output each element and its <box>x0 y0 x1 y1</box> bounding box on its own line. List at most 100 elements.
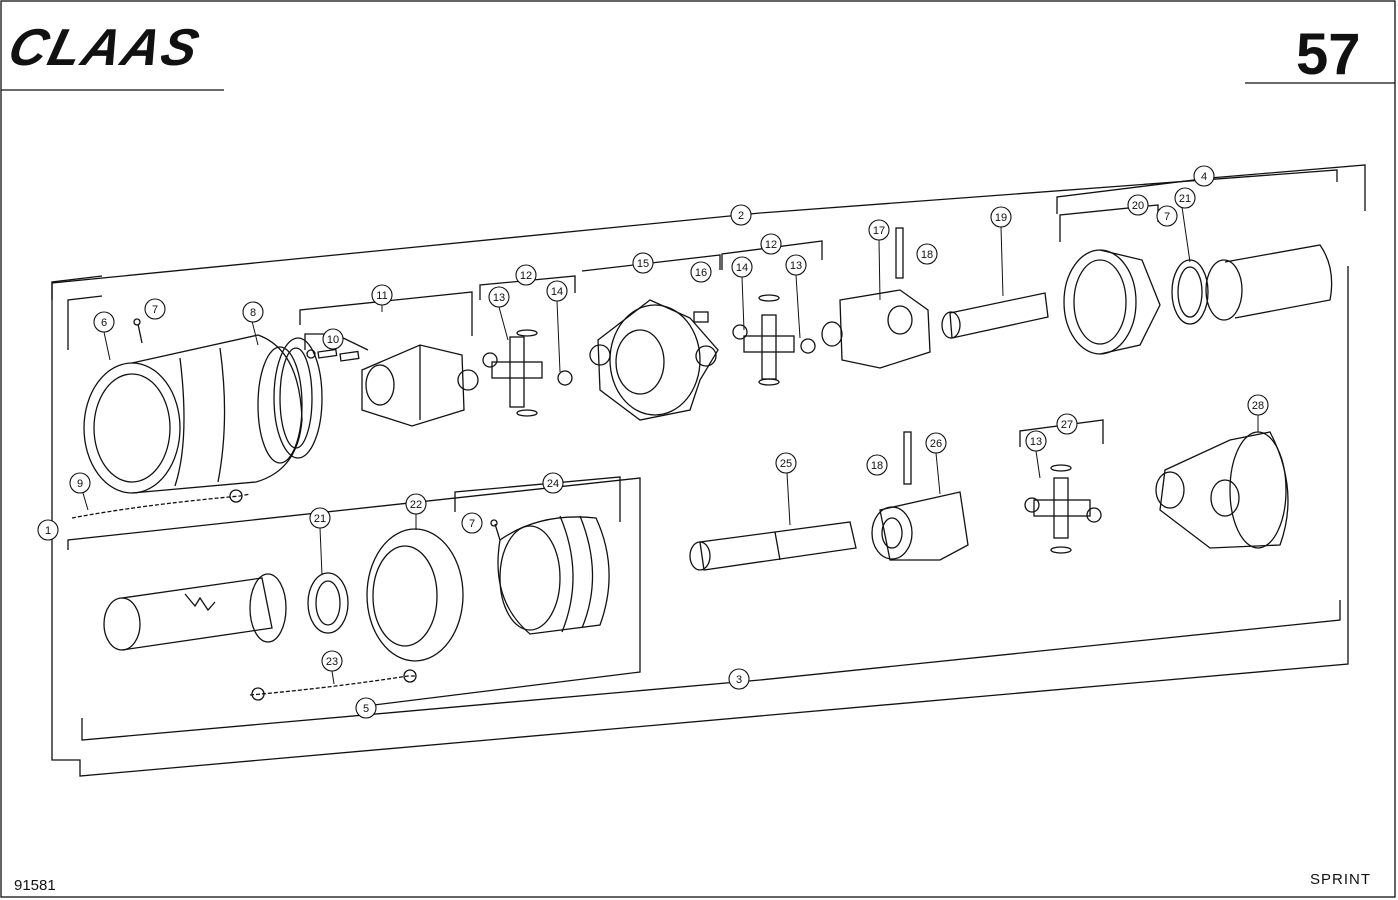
callout-text: 27 <box>1061 419 1073 431</box>
bracket-10 <box>304 333 369 351</box>
pin-18-top <box>895 227 904 279</box>
callout-circles <box>37 165 1269 719</box>
callout-5 <box>355 697 377 719</box>
guard-cone-20 <box>1063 249 1161 355</box>
inner-tube-25 <box>689 521 857 571</box>
callout-23 <box>321 650 343 672</box>
callout-labels: 1 2 3 4 5 6 7 7 7 8 9 10 11 12 12 13 13 … <box>45 171 1264 715</box>
callout-13-left <box>488 286 510 308</box>
outer-tube-5 <box>103 573 287 651</box>
callout-2 <box>730 204 752 226</box>
bracket-1 <box>51 266 1349 777</box>
bracket-15 <box>581 254 721 272</box>
clutch-15 <box>589 299 719 421</box>
callout-27 <box>1056 413 1078 435</box>
callout-24 <box>542 472 564 494</box>
callout-text: 16 <box>695 267 707 279</box>
bearing-ring-8 <box>273 337 323 459</box>
callout-text: 12 <box>765 239 777 251</box>
bearing-ring-21-bottom <box>307 572 349 634</box>
callout-text: 4 <box>1201 171 1207 183</box>
callout-text: 10 <box>327 334 339 346</box>
callout-12-left <box>515 264 537 286</box>
bracket-6 <box>67 295 103 350</box>
callout-13-right <box>785 254 807 276</box>
screw-7-left <box>137 323 143 344</box>
callout-21-top <box>1174 187 1196 209</box>
guard-cone-24 <box>497 515 610 635</box>
callout-text: 14 <box>736 262 748 274</box>
callout-13-bottom <box>1025 430 1047 452</box>
callout-text: 6 <box>101 317 107 329</box>
callout-text: 9 <box>77 478 83 490</box>
callout-1 <box>37 519 59 541</box>
callout-14-right <box>731 256 753 278</box>
grease-nipple-16 <box>693 311 709 323</box>
callout-text: 14 <box>551 286 563 298</box>
callout-7-left <box>144 298 166 320</box>
cross-journal-13-left <box>482 329 573 417</box>
inner-tube-19 <box>941 292 1049 339</box>
model-name: SPRINT <box>1310 871 1372 888</box>
callout-6 <box>93 311 115 333</box>
pins-10 <box>306 348 360 362</box>
outer-tube-top <box>1205 244 1333 321</box>
callout-text: 17 <box>873 225 885 237</box>
callout-text: 3 <box>736 674 742 686</box>
screw-7-bottom <box>494 523 501 541</box>
chain-9 <box>71 493 251 519</box>
callout-18-top <box>916 243 938 265</box>
callout-25 <box>775 452 797 474</box>
callout-21-bottom <box>309 507 331 529</box>
yoke-26 <box>871 491 969 561</box>
bracket-3 <box>81 600 1341 741</box>
callout-text: 2 <box>738 210 744 222</box>
callout-text: 20 <box>1132 200 1144 212</box>
callout-text: 25 <box>780 458 792 470</box>
protection-cone-6 <box>83 334 303 494</box>
yoke-11 <box>361 344 479 427</box>
callout-19 <box>990 206 1012 228</box>
callout-text: 12 <box>520 270 532 282</box>
callout-text: 28 <box>1252 400 1264 412</box>
bearing-ring-21-top <box>1171 259 1209 325</box>
callout-text: 8 <box>250 307 256 319</box>
callout-text: 13 <box>1030 436 1042 448</box>
callout-28 <box>1247 394 1269 416</box>
callout-text: 7 <box>152 304 158 316</box>
cross-journal-13-bottom <box>1024 464 1102 554</box>
callout-text: 13 <box>493 292 505 304</box>
callout-text: 21 <box>314 513 326 525</box>
callout-3 <box>728 668 750 690</box>
callout-14-left <box>546 280 568 302</box>
callout-text: 19 <box>995 212 1007 224</box>
pin-18-bottom <box>903 431 912 485</box>
callout-text: 22 <box>410 499 422 511</box>
callout-18-bottom <box>866 454 888 476</box>
callout-text: 5 <box>363 703 369 715</box>
callout-20 <box>1127 194 1149 216</box>
callout-text: 11 <box>376 290 387 302</box>
callout-text: 7 <box>1164 211 1170 223</box>
bracket-2 <box>51 169 1338 300</box>
callout-text: 21 <box>1179 193 1191 205</box>
clutch-housing-28 <box>1155 431 1289 549</box>
callout-text: 1 <box>45 525 51 537</box>
callout-text: 13 <box>790 260 802 272</box>
callout-text: 23 <box>326 656 338 668</box>
callout-9 <box>69 472 91 494</box>
callout-26 <box>925 432 947 454</box>
callout-text: 26 <box>930 438 942 450</box>
guard-ring-22 <box>366 528 464 662</box>
callout-11 <box>371 284 393 306</box>
callout-12-right <box>760 233 782 255</box>
chain-23 <box>249 675 415 696</box>
cross-journal-13-right <box>732 294 816 386</box>
bracket-24 <box>454 476 621 522</box>
callout-10 <box>322 328 344 350</box>
callout-text: 18 <box>921 249 933 261</box>
leader-lines <box>82 206 1259 685</box>
